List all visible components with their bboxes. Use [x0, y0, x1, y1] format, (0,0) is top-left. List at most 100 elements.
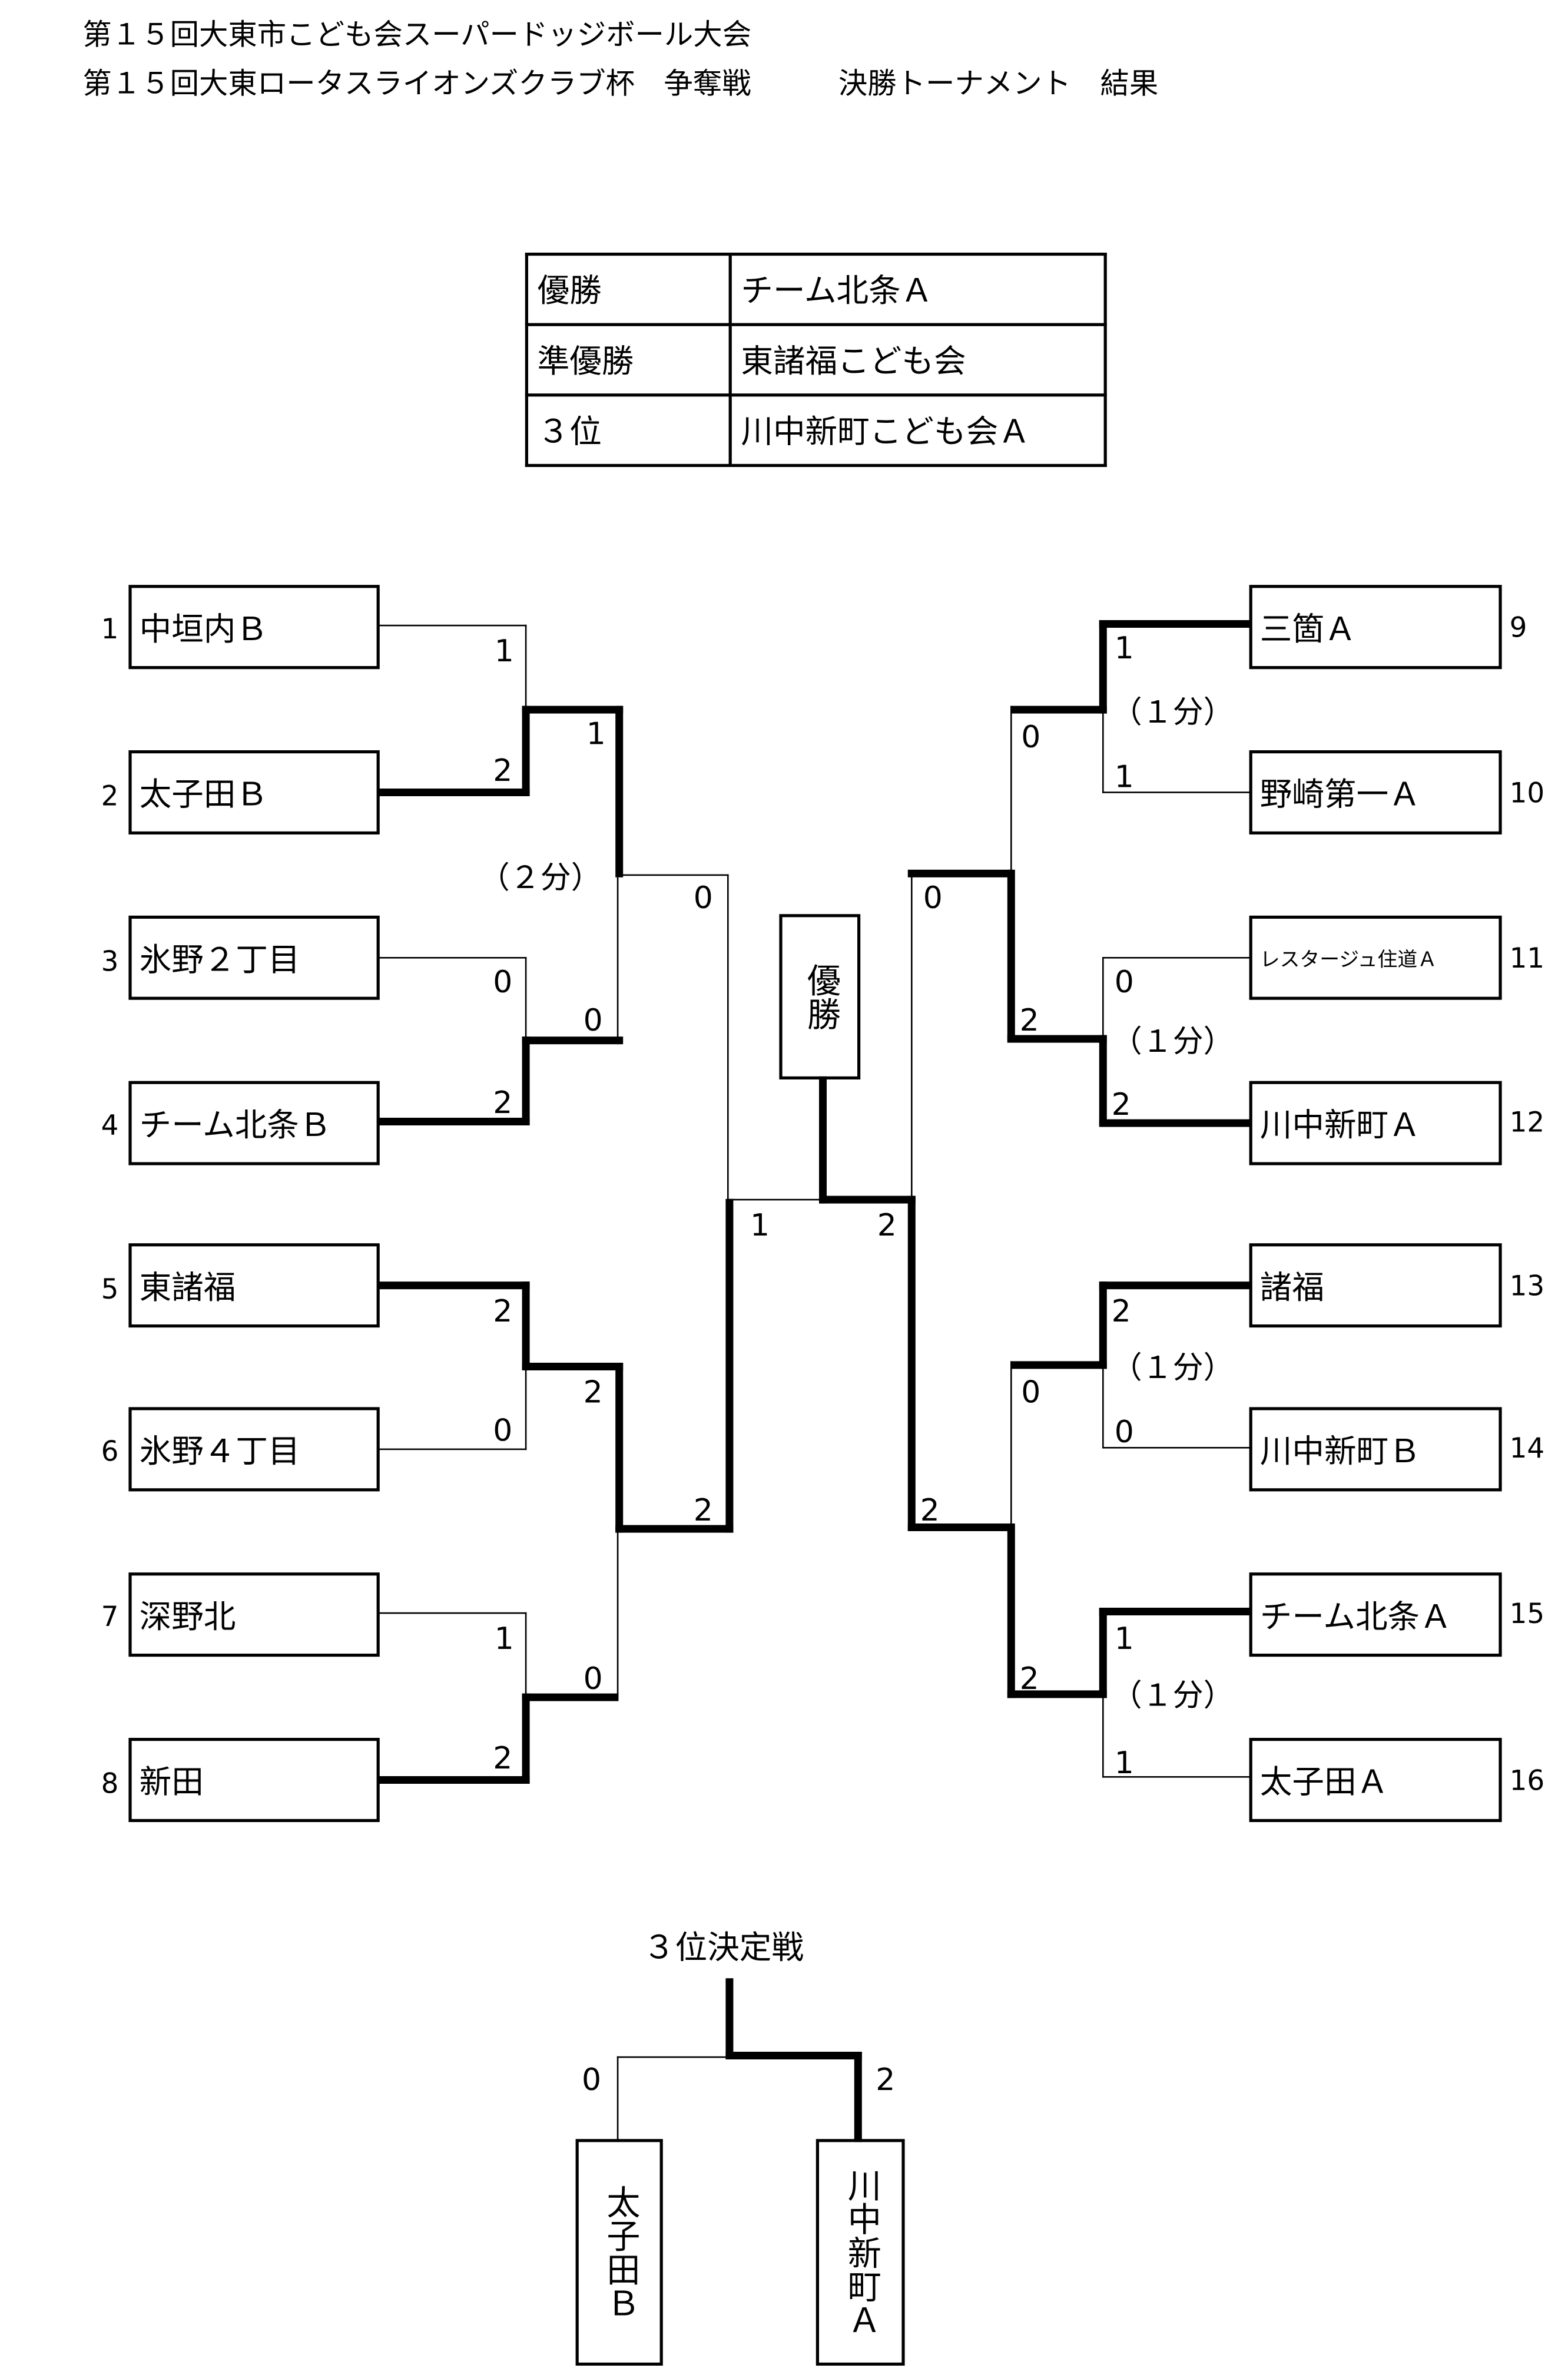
bracket-line — [616, 877, 619, 1045]
team-box: 野崎第一Ａ — [1249, 750, 1502, 834]
seed-number: 1 — [101, 614, 119, 647]
seed-number: 11 — [1509, 943, 1545, 976]
score: 1 — [494, 1619, 514, 1657]
score: 0 — [493, 963, 513, 1000]
seed-number: 7 — [101, 1601, 119, 1634]
bracket-line — [819, 1195, 916, 1204]
bracket-line — [522, 706, 624, 714]
overtime-note: （２分） — [479, 859, 602, 896]
bracket-line — [1102, 1447, 1251, 1449]
score: 2 — [1111, 1292, 1131, 1329]
bracket-line — [907, 869, 1012, 877]
bracket-line — [615, 1525, 734, 1533]
bracket-line — [1099, 1608, 1107, 1698]
bracket-line — [378, 1448, 527, 1450]
bracket-line — [616, 1528, 619, 1698]
bracket-line — [727, 1198, 823, 1201]
bracket-line — [522, 1036, 530, 1125]
bracket-line — [378, 1281, 530, 1290]
overtime-note: （１分） — [1111, 693, 1234, 731]
results-row-1st: 優勝 チーム北条Ａ — [525, 252, 1107, 326]
score: 1 — [586, 715, 606, 752]
team-box: 氷野４丁目 — [128, 1407, 380, 1492]
seed-number: 13 — [1509, 1271, 1545, 1303]
bracket-line — [616, 874, 729, 876]
seed-number: 9 — [1509, 612, 1527, 645]
team-box: レスタージュ住道Ａ — [1249, 915, 1502, 1000]
bracket-line — [1102, 957, 1104, 1041]
score: 2 — [1019, 1660, 1039, 1697]
results-table: 優勝 チーム北条Ａ 準優勝 東諸福こども会 ３位 川中新町こども会Ａ — [525, 252, 1107, 467]
bracket-line — [378, 624, 527, 627]
bracket-line — [616, 2056, 732, 2058]
bracket-line — [1007, 1523, 1015, 1698]
bracket-line — [616, 2056, 619, 2142]
bracket-line — [1099, 1281, 1251, 1290]
bracket-line — [1099, 1608, 1251, 1615]
results-label: ３位 — [525, 393, 732, 467]
score: 2 — [693, 1491, 713, 1528]
score: 0 — [581, 2061, 602, 2098]
seed-number: 16 — [1509, 1765, 1545, 1798]
seed-number: 8 — [101, 1768, 119, 1801]
team-box: 諸福 — [1249, 1243, 1502, 1328]
score: 0 — [923, 879, 943, 916]
champion-box: 優勝 — [779, 914, 861, 1079]
team-box: 深野北 — [128, 1572, 380, 1657]
score: 2 — [493, 1739, 513, 1776]
results-team: 川中新町こども会Ａ — [728, 393, 1107, 467]
score: 2 — [493, 751, 513, 789]
bracket-line — [1102, 706, 1104, 793]
seed-number: 5 — [101, 1274, 119, 1306]
score: 1 — [494, 632, 514, 670]
bracket-line — [378, 957, 527, 959]
bracket-line — [1007, 1035, 1107, 1043]
seed-number: 15 — [1509, 1598, 1545, 1631]
bracket-line — [1102, 1695, 1104, 1778]
seed-number: 4 — [101, 1109, 119, 1142]
results-team: 東諸福こども会 — [728, 323, 1107, 397]
bracket-line — [378, 789, 530, 796]
bracket-line — [1010, 706, 1107, 714]
bracket-line — [615, 706, 624, 877]
score: 2 — [493, 1292, 513, 1329]
seed-number: 3 — [101, 946, 119, 979]
bracket-line — [1007, 1690, 1107, 1698]
results-label: 準優勝 — [525, 323, 732, 397]
score: 2 — [583, 1373, 603, 1410]
bracket-line — [725, 2051, 862, 2059]
bracket-line — [522, 1363, 624, 1370]
seed-number: 14 — [1509, 1433, 1545, 1466]
bracket-line — [725, 1978, 734, 2059]
results-team: チーム北条Ａ — [728, 252, 1107, 326]
overtime-note: （１分） — [1111, 1349, 1234, 1386]
score: 2 — [1019, 1001, 1039, 1038]
bracket-line — [615, 1363, 624, 1533]
bracket-line — [1099, 620, 1107, 714]
bracket-line — [1102, 791, 1251, 793]
team-box: 中垣内Ｂ — [128, 585, 380, 670]
seed-number: 2 — [101, 781, 119, 813]
score: 0 — [693, 879, 713, 916]
score: 0 — [493, 1412, 513, 1449]
score: 1 — [1114, 1744, 1134, 1781]
bracket-line — [907, 1523, 1012, 1531]
score: 1 — [750, 1206, 770, 1244]
score: 0 — [1114, 1413, 1134, 1450]
score: 1 — [1114, 629, 1134, 666]
team-box: 川中新町Ｂ — [1249, 1407, 1502, 1492]
bracket-line — [727, 874, 729, 1202]
bracket-line — [819, 1076, 827, 1204]
team-box: 太子田Ａ — [1249, 1738, 1502, 1822]
overtime-note: （１分） — [1111, 1022, 1234, 1060]
bracket-line — [525, 624, 527, 709]
bracket-line — [522, 1036, 624, 1045]
overtime-note: （１分） — [1111, 1677, 1234, 1714]
score: 0 — [1114, 963, 1134, 1000]
bracket-line — [522, 706, 530, 796]
team-box: 三箇Ａ — [1249, 585, 1502, 670]
bracket-line — [378, 1776, 530, 1784]
bracket-line — [1099, 620, 1251, 628]
team-box: 太子田Ｂ — [128, 750, 380, 834]
